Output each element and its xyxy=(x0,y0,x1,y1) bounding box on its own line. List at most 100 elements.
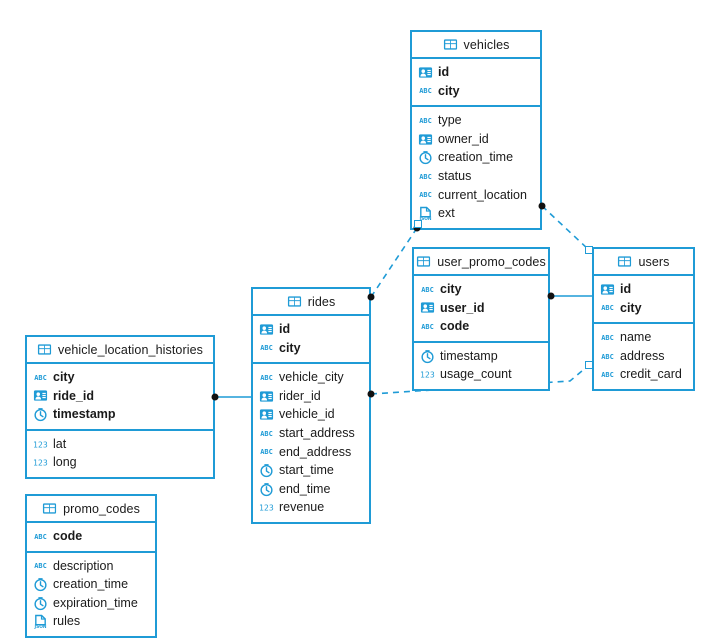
table-header[interactable]: promo_codes xyxy=(27,496,155,523)
svg-text:ABC: ABC xyxy=(34,562,47,570)
table-field-row[interactable]: expiration_time xyxy=(27,594,155,613)
field-name: code xyxy=(440,319,470,334)
svg-text:ABC: ABC xyxy=(260,374,273,382)
table-key-row[interactable]: timestamp xyxy=(27,405,213,424)
edge-endpoint-dot xyxy=(211,393,219,401)
field-name: ext xyxy=(438,206,455,221)
table-field-row[interactable]: end_time xyxy=(253,480,369,499)
edge-endpoint-dot xyxy=(413,224,421,232)
relationship-edge-vehicles-to-users[interactable] xyxy=(541,205,590,251)
field-name: ride_id xyxy=(53,388,94,403)
table-field-row[interactable]: creation_time xyxy=(27,575,155,594)
field-name: owner_id xyxy=(438,131,489,146)
abc-text-type-icon: ABC xyxy=(418,169,433,184)
edge-endpoint-dot xyxy=(367,390,375,398)
field-name: creation_time xyxy=(53,577,129,592)
field-name: rider_id xyxy=(279,388,321,403)
table-field-row[interactable]: timestamp xyxy=(414,347,548,366)
edge-endpoint-square xyxy=(585,246,593,254)
table-key-row[interactable]: id xyxy=(412,63,540,82)
table-grid-icon xyxy=(42,501,57,516)
table-title: vehicle_location_histories xyxy=(57,342,204,357)
table-field-row[interactable]: owner_id xyxy=(412,130,540,149)
clock-type-icon xyxy=(259,482,274,497)
table-grid-icon xyxy=(37,342,52,357)
table-field-row[interactable]: ABC address xyxy=(594,347,693,366)
table-field-row[interactable]: ABC end_address xyxy=(253,443,369,462)
svg-text:JSON: JSON xyxy=(34,624,47,629)
svg-text:ABC: ABC xyxy=(34,533,47,541)
json-document-type-icon: JSON xyxy=(418,206,433,221)
svg-text:ABC: ABC xyxy=(601,353,614,361)
table-header[interactable]: users xyxy=(594,249,693,276)
table-field-row[interactable]: start_time xyxy=(253,461,369,480)
table-key-row[interactable]: user_id xyxy=(414,299,548,318)
clock-type-icon xyxy=(33,407,48,422)
field-name: end_address xyxy=(279,444,352,459)
id-card-type-icon xyxy=(259,322,274,337)
field-name: id xyxy=(620,282,632,297)
field-name: city xyxy=(438,83,460,98)
table-field-row[interactable]: creation_time xyxy=(412,148,540,167)
table-field-row[interactable]: rider_id xyxy=(253,387,369,406)
field-name: timestamp xyxy=(53,407,116,422)
svg-text:ABC: ABC xyxy=(260,430,273,438)
table-key-row[interactable]: id xyxy=(594,280,693,299)
abc-text-type-icon: ABC xyxy=(259,444,274,459)
field-name: address xyxy=(620,348,665,363)
table-key-row[interactable]: ABC city xyxy=(412,82,540,101)
abc-text-type-icon: ABC xyxy=(600,300,615,315)
table-key-row[interactable]: id xyxy=(253,320,369,339)
field-name: vehicle_city xyxy=(279,370,344,385)
svg-text:ABC: ABC xyxy=(601,371,614,379)
id-card-type-icon xyxy=(259,389,274,404)
table-title: promo_codes xyxy=(63,501,140,516)
relationship-edge-vehicles-to-rides[interactable] xyxy=(370,227,418,298)
table-header[interactable]: vehicle_location_histories xyxy=(27,337,213,364)
abc-text-type-icon: ABC xyxy=(33,529,48,544)
table-header[interactable]: vehicles xyxy=(412,32,540,59)
table-header[interactable]: user_promo_codes xyxy=(414,249,548,276)
table-header[interactable]: rides xyxy=(253,289,369,316)
edge-waypoint-square xyxy=(414,220,422,228)
table-field-row[interactable]: JSON ext xyxy=(412,204,540,223)
abc-text-type-icon: ABC xyxy=(600,367,615,382)
svg-text:ABC: ABC xyxy=(419,87,432,95)
svg-text:ABC: ABC xyxy=(419,191,432,199)
table-field-row[interactable]: vehicle_id xyxy=(253,405,369,424)
123-number-type-icon: 123 xyxy=(33,437,48,452)
abc-text-type-icon: ABC xyxy=(33,558,48,573)
table-key-row[interactable]: ride_id xyxy=(27,387,213,406)
table-field-row[interactable]: ABC vehicle_city xyxy=(253,368,369,387)
